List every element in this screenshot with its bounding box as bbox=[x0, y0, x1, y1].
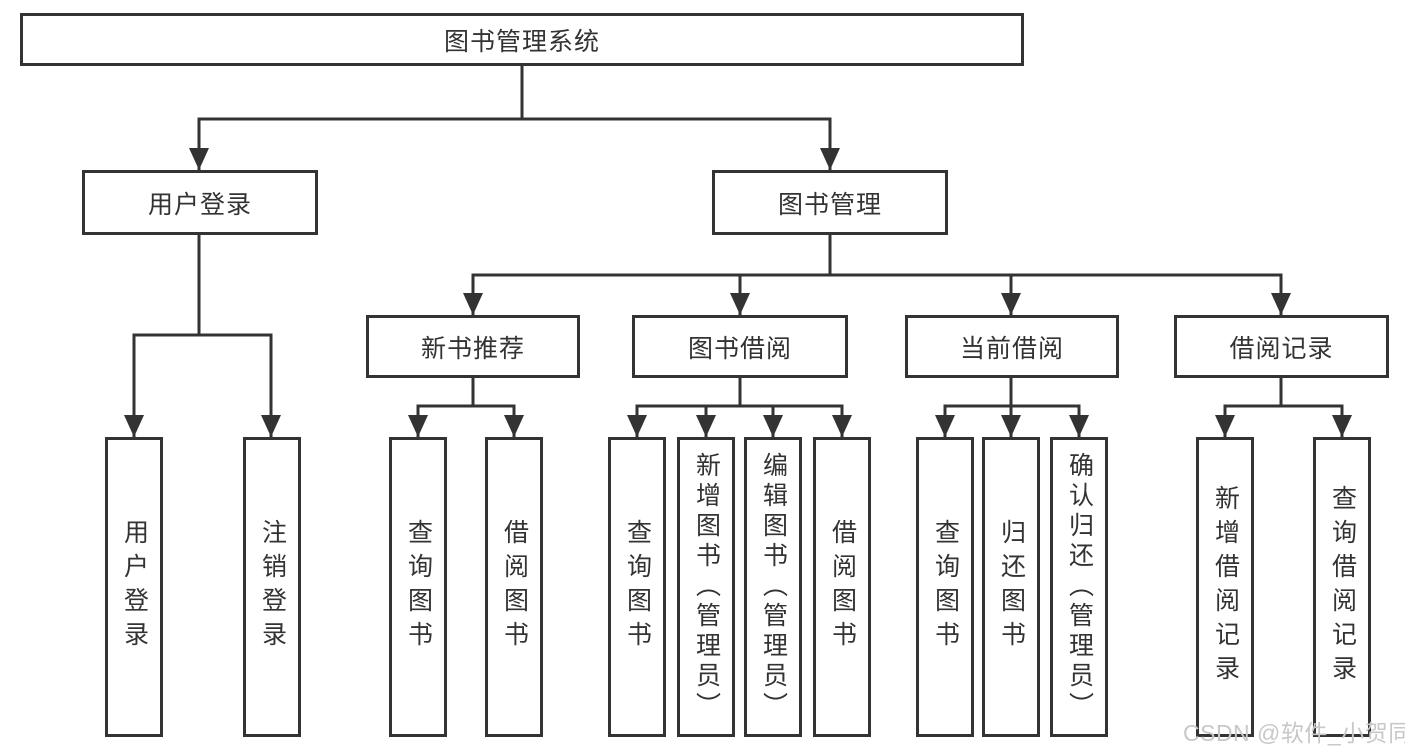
leaf-add-borrow-record: 新增借阅记录 bbox=[1196, 437, 1254, 737]
leaf-label: 借阅图书 bbox=[500, 519, 529, 655]
leaf-label: 借阅图书 bbox=[828, 519, 857, 655]
leaf-query-books-recommend: 查询图书 bbox=[389, 437, 447, 737]
node-user-login: 用户登录 bbox=[82, 170, 318, 235]
leaf-label: 查询图书 bbox=[931, 519, 960, 655]
leaf-confirm-return-admin: 确认归还（管理员） bbox=[1050, 437, 1108, 737]
leaf-query-books-borrowing: 查询图书 bbox=[608, 437, 666, 737]
node-new-book-recommend: 新书推荐 bbox=[366, 315, 580, 378]
leaf-label: 新增图书（管理员） bbox=[692, 452, 721, 722]
leaf-return-books: 归还图书 bbox=[982, 437, 1040, 737]
leaf-label: 用户登录 bbox=[120, 519, 149, 655]
watermark: CSDN @软件_小贺同学 bbox=[1183, 720, 1405, 746]
leaf-label: 新增借阅记录 bbox=[1211, 485, 1240, 689]
leaf-borrow-books-borrowing: 借阅图书 bbox=[813, 437, 871, 737]
node-root: 图书管理系统 bbox=[20, 13, 1024, 66]
leaf-user-login: 用户登录 bbox=[105, 437, 163, 737]
leaf-label: 归还图书 bbox=[997, 519, 1026, 655]
leaf-label: 编辑图书（管理员） bbox=[759, 452, 788, 722]
leaf-edit-book-admin: 编辑图书（管理员） bbox=[744, 437, 802, 737]
leaf-query-borrow-record: 查询借阅记录 bbox=[1313, 437, 1371, 737]
leaf-add-book-admin: 新增图书（管理员） bbox=[677, 437, 735, 737]
leaf-label: 查询图书 bbox=[623, 519, 652, 655]
leaf-label: 注销登录 bbox=[258, 519, 287, 655]
leaf-query-books-current: 查询图书 bbox=[916, 437, 974, 737]
leaf-logout: 注销登录 bbox=[243, 437, 301, 737]
leaf-label: 确认归还（管理员） bbox=[1065, 452, 1094, 722]
node-current-borrowing: 当前借阅 bbox=[905, 315, 1119, 378]
leaf-borrow-books-recommend: 借阅图书 bbox=[485, 437, 543, 737]
leaf-label: 查询图书 bbox=[404, 519, 433, 655]
node-borrowing-records: 借阅记录 bbox=[1174, 315, 1389, 378]
node-book-borrowing: 图书借阅 bbox=[632, 315, 848, 378]
node-book-management: 图书管理 bbox=[712, 170, 948, 235]
leaf-label: 查询借阅记录 bbox=[1328, 485, 1357, 689]
